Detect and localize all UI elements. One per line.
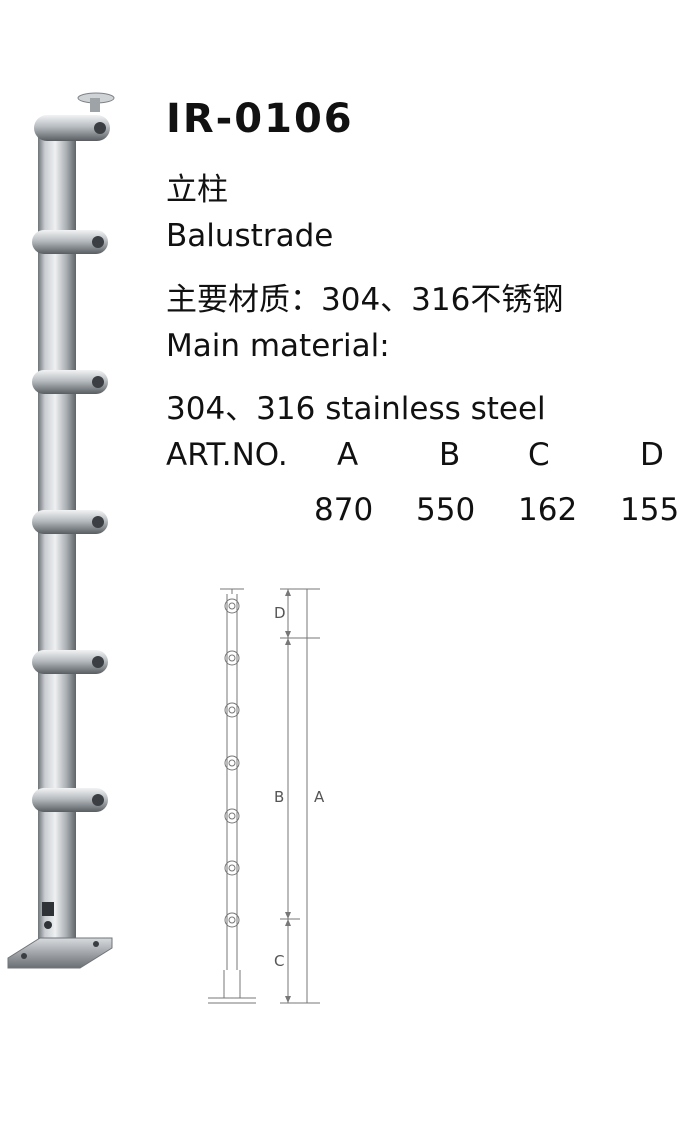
dimension-drawing: D B A C xyxy=(208,588,325,1004)
product-name-en: Balustrade xyxy=(166,218,334,254)
material-en-value: 304、316 stainless steel xyxy=(166,391,546,427)
holder-circles xyxy=(224,598,240,928)
spec-header-d: D xyxy=(640,437,664,473)
dim-label-a: A xyxy=(314,788,325,806)
spec-header-c: C xyxy=(528,437,550,473)
spec-value-a: 870 xyxy=(314,492,374,528)
base-plate xyxy=(7,895,113,969)
material-en-label: Main material: xyxy=(166,328,390,364)
spec-value-c: 162 xyxy=(518,492,578,528)
spec-value-b: 550 xyxy=(416,492,476,528)
product-photo xyxy=(7,92,115,969)
spec-header-a: A xyxy=(337,437,359,473)
spec-value-d: 155 xyxy=(620,492,680,528)
top-saddle xyxy=(34,92,115,141)
material-cn: 主要材质：304、316不锈钢 xyxy=(166,282,564,318)
art-no-label: ART.NO. xyxy=(166,437,288,473)
spec-header-b: B xyxy=(439,437,461,473)
dim-label-b: B xyxy=(274,788,284,806)
rod-holders xyxy=(32,230,108,812)
dim-label-d: D xyxy=(274,604,286,622)
product-code: IR-0106 xyxy=(166,96,354,142)
product-name-cn: 立柱 xyxy=(166,172,228,208)
dim-label-c: C xyxy=(274,952,284,970)
